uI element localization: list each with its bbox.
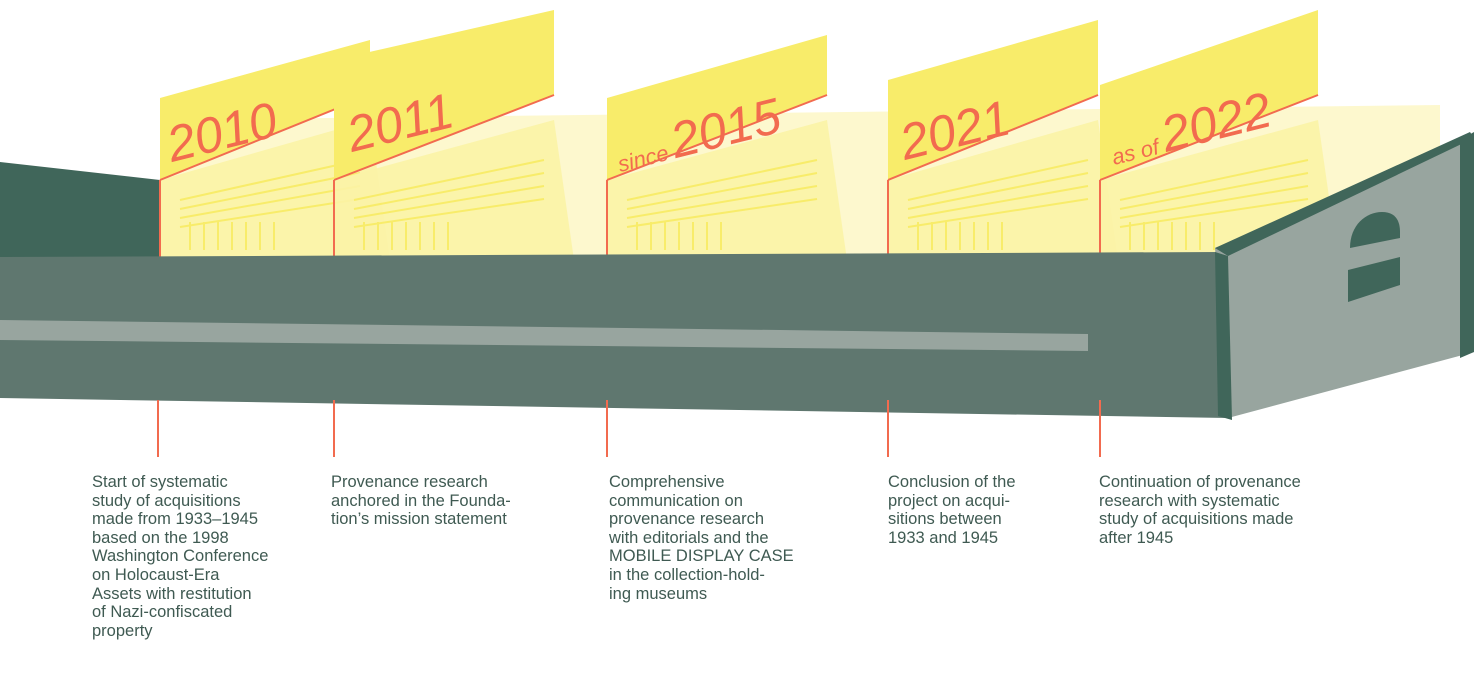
card-rule xyxy=(626,159,818,201)
card-tab xyxy=(607,35,827,180)
description-2015: Comprehensive communication on provenanc… xyxy=(609,473,794,603)
card-rule xyxy=(353,172,545,210)
drawer-rail xyxy=(0,320,1088,351)
card-tab xyxy=(1100,10,1318,180)
card-rule xyxy=(353,198,545,228)
card-fold-line xyxy=(606,94,828,181)
card-rule xyxy=(1119,198,1309,228)
card-rule xyxy=(907,172,1089,210)
card-rule xyxy=(1119,185,1309,219)
card-rule xyxy=(179,159,361,201)
card-rule xyxy=(179,185,361,219)
card-fold-line xyxy=(887,94,1099,181)
card-rule xyxy=(626,172,818,210)
drawer-left-wall xyxy=(0,162,160,262)
card-rule xyxy=(179,172,361,210)
leader-lines xyxy=(157,400,1101,457)
drawer-right-side xyxy=(1215,138,1474,418)
card-rule xyxy=(626,185,818,219)
card-rule xyxy=(1119,159,1309,201)
card-fold-line xyxy=(333,94,555,181)
description-2011: Provenance research anchored in the Foun… xyxy=(331,473,511,529)
card-2015: since 2015 xyxy=(606,35,847,262)
card-rule xyxy=(626,198,818,228)
description-2021: Conclusion of the project on acqui- siti… xyxy=(888,473,1016,547)
description-2010: Start of systematic study of acquisition… xyxy=(92,473,269,640)
drawer-handle-icon xyxy=(1350,212,1400,248)
card-rule xyxy=(907,159,1089,201)
card-rule xyxy=(353,185,545,219)
card-rule xyxy=(907,185,1089,219)
drawer-top-edge xyxy=(1215,132,1474,256)
card-rule xyxy=(353,159,545,201)
card-tab xyxy=(160,40,370,180)
card-2021: 2021 xyxy=(887,20,1118,262)
card-rule xyxy=(907,198,1089,228)
card-tab xyxy=(334,10,554,180)
card-fold-line xyxy=(1099,94,1319,181)
description-2022: Continuation of provenance research with… xyxy=(1099,473,1301,547)
drawer-front-edge xyxy=(1215,252,1232,420)
card-rule xyxy=(179,198,361,228)
drawer-handle-slot xyxy=(1348,257,1400,302)
card-tab xyxy=(888,20,1098,180)
card-2010: 2010 xyxy=(159,40,390,262)
card-rule xyxy=(1119,172,1309,210)
card-2011: 2011 xyxy=(333,10,574,262)
drawer-right-edge xyxy=(1460,132,1474,358)
